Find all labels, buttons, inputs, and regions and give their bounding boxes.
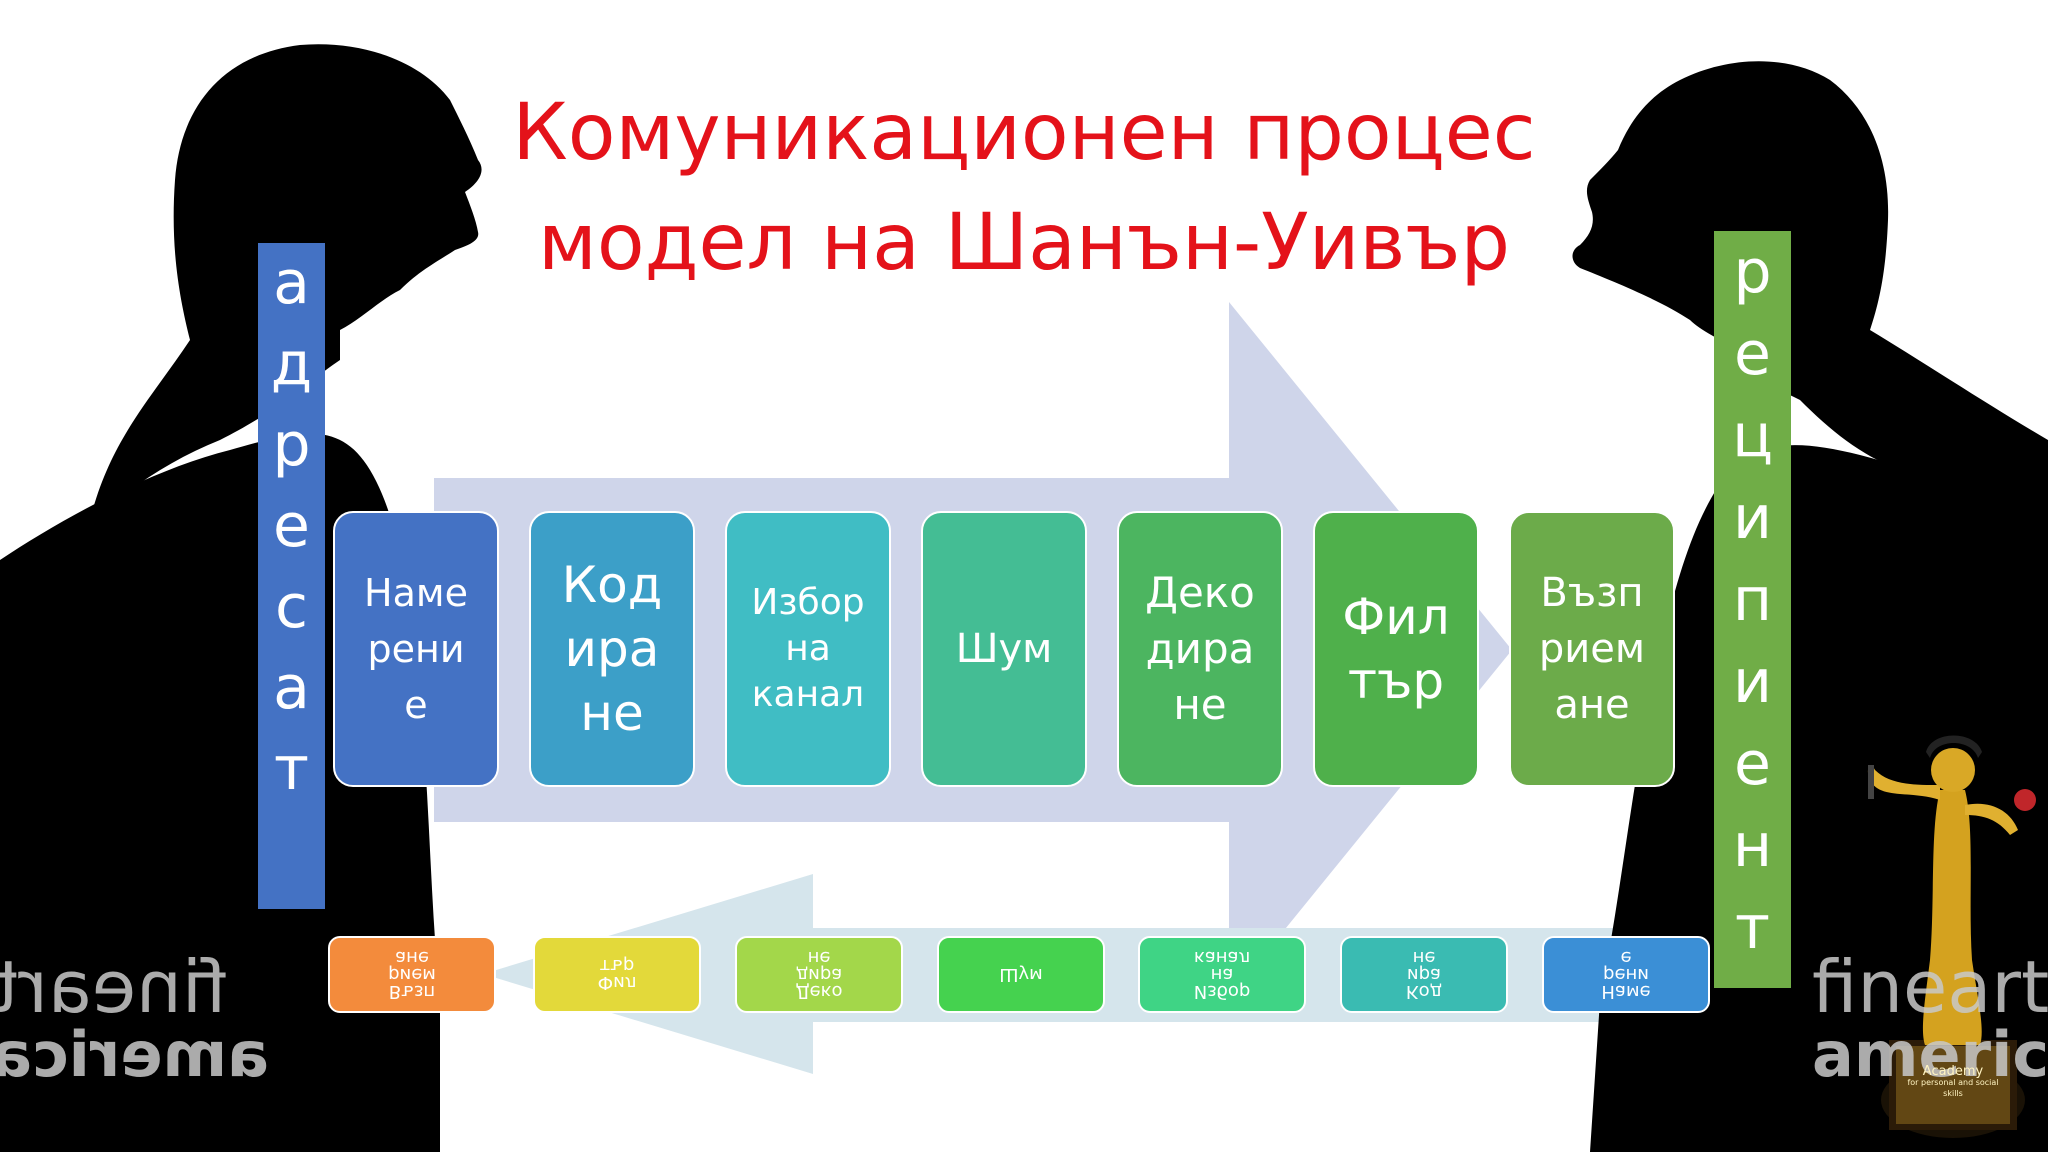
process-step-label: Шум xyxy=(955,626,1053,672)
watermark-left: fineart america xyxy=(0,945,269,1091)
sender-label-letter: с xyxy=(275,572,308,642)
process-step: Избор на канал xyxy=(725,511,891,787)
trophy-text-1: Academy xyxy=(1922,1064,1984,1079)
feedback-step: Фил тър xyxy=(533,936,701,1013)
process-step-label: Деко дира не xyxy=(1145,568,1255,729)
right-person-silhouette-icon xyxy=(1572,61,2048,1152)
process-step: Възп рием ане xyxy=(1509,511,1675,787)
process-step-label: Избор на канал xyxy=(751,582,865,715)
process-step: Шум xyxy=(921,511,1087,787)
process-step: Наме рени е xyxy=(333,511,499,787)
feedback-step-label: Шум xyxy=(999,964,1043,985)
sender-label-letter: а xyxy=(273,653,310,723)
feedback-step: Деко дира не xyxy=(735,936,903,1013)
feedback-step-label: Възп рием ане xyxy=(388,947,436,1002)
watermark-right: fineart america xyxy=(1812,945,2048,1091)
receiver-label-letter: и xyxy=(1733,483,1772,553)
receiver-label-letter: е xyxy=(1734,729,1771,799)
feedback-step: Наме рени е xyxy=(1542,936,1710,1013)
sender-label-letter: а xyxy=(273,248,310,318)
sender-label-letter: р xyxy=(272,410,311,480)
receiver-label-letter: т xyxy=(1735,893,1770,963)
trophy-plaque: Academy for personal and social skills xyxy=(1900,1064,2006,1099)
process-step-label: Наме рени е xyxy=(364,571,468,727)
sender-label-letter: т xyxy=(274,734,309,804)
feedback-step-label: Деко дира не xyxy=(795,947,843,1002)
receiver-label-letter: н xyxy=(1732,811,1773,881)
feedback-step-label: Наме рени е xyxy=(1601,947,1651,1002)
trophy-text-2: for personal and social xyxy=(1907,1078,1999,1087)
feedback-step: Възп рием ане xyxy=(328,936,496,1013)
receiver-label-letter: п xyxy=(1732,565,1773,635)
process-step: Фил тър xyxy=(1313,511,1479,787)
sender-label-letter: д xyxy=(270,329,313,399)
trophy-text-3: skills xyxy=(1943,1089,1963,1098)
process-step-label: Код ира не xyxy=(561,556,663,742)
process-step: Деко дира не xyxy=(1117,511,1283,787)
title-line-1: Комуникационен процес xyxy=(512,88,1536,178)
process-step-label: Фил тър xyxy=(1342,588,1450,710)
feedback-step: Избор на канал xyxy=(1138,936,1306,1013)
trophy-statue-icon xyxy=(1867,735,2036,1138)
receiver-label-letter: ц xyxy=(1732,401,1773,471)
feedback-step: Шум xyxy=(937,936,1105,1013)
watermark-left-line-2: america xyxy=(0,1018,269,1091)
title-line-2: модел на Шанън-Уивър xyxy=(538,198,1510,288)
receiver-label-letter: и xyxy=(1733,647,1772,717)
feedback-step-label: Код ира не xyxy=(1405,947,1443,1002)
page-title: Комуникационен процес модел на Шанън-Уив… xyxy=(0,78,2048,298)
receiver-label-letter: р xyxy=(1733,237,1772,307)
sender-label-letter: е xyxy=(273,491,310,561)
watermark-left-line-1: fineart xyxy=(0,945,228,1029)
process-step-label: Възп рием ане xyxy=(1538,570,1646,728)
feedback-step: Код ира не xyxy=(1340,936,1508,1013)
feedback-step-label: Фил тър xyxy=(597,955,637,994)
watermark-right-line-2: america xyxy=(1812,1018,2048,1091)
process-step: Код ира не xyxy=(529,511,695,787)
watermark-right-line-1: fineart xyxy=(1812,945,2048,1029)
feedback-step-label: Избор на канал xyxy=(1193,947,1251,1002)
receiver-label-letter: е xyxy=(1734,319,1771,389)
